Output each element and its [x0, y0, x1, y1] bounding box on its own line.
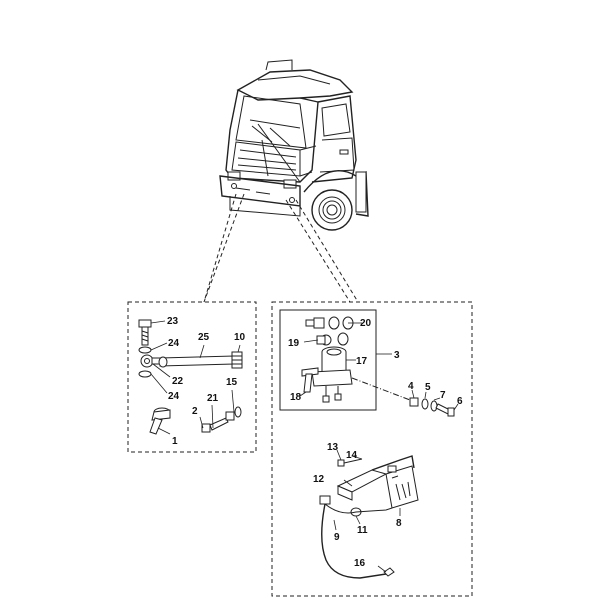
label-14: 14: [346, 450, 358, 461]
nozzle-16: [383, 567, 395, 577]
label-6: 6: [457, 396, 463, 407]
label-23: 23: [167, 316, 179, 327]
label-1: 1: [172, 436, 178, 447]
bolt-23: [138, 319, 152, 346]
label-9: 9: [334, 532, 340, 543]
reservoir-8: [385, 465, 419, 509]
label-12: 12: [313, 474, 325, 485]
label-20: 20: [360, 318, 372, 329]
label-21: 21: [207, 393, 219, 404]
label-22: 22: [172, 376, 184, 387]
bracket-12: [336, 455, 415, 501]
label-13: 13: [327, 442, 339, 453]
label-25: 25: [198, 332, 210, 343]
screw-19-20: [305, 316, 354, 346]
right-detail-box: 20 19 17 3 18 4 5 7 6 13 14 12 8 11 9 16: [271, 301, 473, 597]
label-3: 3: [394, 350, 400, 361]
bolt-1: [149, 407, 171, 435]
callout-lines: [203, 193, 359, 303]
fitting-18: [301, 367, 319, 393]
truck-cab-illustration: [219, 59, 369, 231]
pump-17: [311, 346, 353, 403]
label-2: 2: [192, 406, 198, 417]
label-7: 7: [440, 390, 446, 401]
label-24-upper: 24: [168, 338, 180, 349]
pipe-25: [158, 355, 235, 368]
eye-joint-22: [140, 354, 161, 368]
bolt-2-assembly: [201, 406, 242, 433]
label-5: 5: [425, 382, 431, 393]
label-17: 17: [356, 356, 368, 367]
label-24-lower: 24: [168, 391, 180, 402]
hose-9: [319, 495, 393, 579]
label-19: 19: [288, 338, 300, 349]
label-10: 10: [234, 332, 246, 343]
label-8: 8: [396, 518, 402, 529]
label-18: 18: [290, 392, 302, 403]
connector-10: [231, 351, 243, 369]
label-11: 11: [357, 525, 368, 536]
fastener-set-4-7: [409, 397, 455, 417]
label-4: 4: [408, 381, 414, 392]
left-detail-box: 23 24 22 24 25 10 15 21 2 1: [127, 301, 257, 453]
label-15: 15: [226, 377, 238, 388]
label-16: 16: [354, 558, 366, 569]
